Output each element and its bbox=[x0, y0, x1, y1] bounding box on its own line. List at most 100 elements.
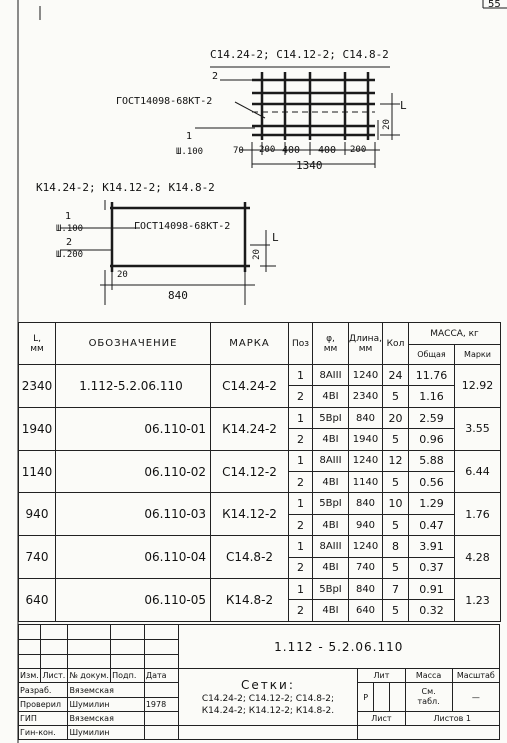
top-step-label: Ш.100 bbox=[176, 147, 204, 157]
header-qty: Кол bbox=[382, 322, 409, 365]
row-qty: 8 bbox=[382, 535, 409, 558]
row-designation: 06.110-05 bbox=[55, 578, 211, 622]
top-dim-20: 20 bbox=[381, 119, 392, 130]
row-qty: 20 bbox=[382, 406, 409, 430]
row-pos: 2 bbox=[288, 599, 313, 622]
stamp-col-list: Лист. bbox=[40, 668, 69, 684]
bottom-step-1: Ш.100 bbox=[56, 224, 84, 234]
row-mass-total: 0.47 bbox=[408, 513, 455, 537]
stamp-col-izm: Изм. bbox=[17, 668, 42, 684]
row-bar-length: 1240 bbox=[348, 449, 383, 473]
row-pos: 1 bbox=[288, 535, 313, 558]
top-dim-200a: 200 bbox=[259, 145, 276, 155]
row-mark: С14.12-2 bbox=[210, 449, 289, 494]
row-bar-length: 2340 bbox=[348, 385, 383, 408]
row-qty: 5 bbox=[382, 599, 409, 622]
stamp-year: 1978 bbox=[143, 696, 179, 712]
bottom-pos-1-label: 1 bbox=[65, 211, 72, 222]
header-L: L,мм bbox=[18, 322, 56, 365]
row-pos: 1 bbox=[288, 363, 313, 387]
role-4: Гин-кон. bbox=[17, 724, 69, 741]
row-mass-mark: 1.76 bbox=[453, 492, 502, 537]
bottom-gost-label: ГОСТ14098-68КТ-2 bbox=[134, 221, 231, 232]
row-mass-total: 1.16 bbox=[408, 385, 455, 408]
row-pos: 1 bbox=[288, 492, 313, 515]
row-pos: 1 bbox=[288, 578, 313, 601]
row-pos: 1 bbox=[288, 449, 313, 473]
title-block: 1.112 - 5.2.06.110 Изм. Лист. № докум. П… bbox=[17, 623, 501, 741]
stamp-col-doc: № докум. bbox=[67, 668, 112, 684]
row-diameter: 4ВI bbox=[312, 599, 349, 622]
row-qty: 10 bbox=[382, 492, 409, 515]
row-mark: С14.24-2 bbox=[210, 364, 289, 408]
row-diameter: 4ВI bbox=[312, 556, 349, 580]
header-mass-total: Общая bbox=[408, 344, 455, 365]
row-diameter: 5ВрI bbox=[312, 492, 349, 515]
bottom-dim-20a: 20 bbox=[117, 270, 128, 280]
row-qty: 24 bbox=[382, 363, 409, 387]
row-length-L: 1140 bbox=[18, 449, 56, 494]
header-diameter: φ,мм bbox=[312, 322, 349, 365]
row-mark: С14.8-2 bbox=[210, 535, 289, 580]
row-mass-total: 0.56 bbox=[408, 471, 455, 494]
top-drawing-title: С14.24-2; С14.12-2; С14.8-2 bbox=[210, 48, 389, 61]
row-bar-length: 840 bbox=[348, 406, 383, 430]
row-bar-length: 640 bbox=[348, 599, 383, 622]
scale-label: Масштаб bbox=[451, 668, 501, 684]
row-qty: 5 bbox=[382, 385, 409, 408]
row-qty: 5 bbox=[382, 428, 409, 451]
row-bar-length: 1240 bbox=[348, 363, 383, 387]
row-bar-length: 1940 bbox=[348, 428, 383, 451]
row-designation: 06.110-03 bbox=[55, 492, 211, 537]
mass-value: См.табл. bbox=[404, 682, 453, 712]
header-length: Длина,мм bbox=[348, 322, 383, 365]
row-mark: К14.12-2 bbox=[210, 492, 289, 537]
row-qty: 5 bbox=[382, 556, 409, 580]
row-designation: 06.110-02 bbox=[55, 449, 211, 494]
top-pos-1-label: 1 bbox=[186, 131, 193, 142]
role-2: Проверил bbox=[17, 696, 69, 712]
row-pos: 2 bbox=[288, 385, 313, 408]
row-bar-length: 1140 bbox=[348, 471, 383, 494]
row-mass-total: 2.59 bbox=[408, 406, 455, 430]
header-pos: Поз bbox=[288, 322, 313, 365]
row-diameter: 8АIII bbox=[312, 535, 349, 558]
name-3: Вяземская bbox=[67, 710, 145, 726]
role-1: Разраб. bbox=[17, 682, 69, 698]
row-mass-mark: 3.55 bbox=[453, 406, 502, 451]
row-mass-mark: 6.44 bbox=[453, 449, 502, 494]
row-pos: 2 bbox=[288, 471, 313, 494]
header-designation: ОБОЗНАЧЕНИЕ bbox=[55, 322, 211, 365]
scale-value: — bbox=[451, 682, 501, 712]
row-designation: 1.112-5.2.06.110 bbox=[55, 364, 211, 408]
header-mass: МАССА, кг bbox=[407, 322, 502, 345]
bottom-step-2: Ш.200 bbox=[56, 250, 84, 260]
header-mass-mark: Марки bbox=[453, 344, 502, 365]
lit-label: Лит bbox=[357, 668, 406, 684]
row-qty: 7 bbox=[382, 578, 409, 601]
lit-value: Р bbox=[357, 682, 375, 712]
top-dim-200b: 200 bbox=[350, 145, 367, 155]
sheet-label: Лист bbox=[357, 710, 406, 726]
row-diameter: 4ВI bbox=[312, 471, 349, 494]
row-length-L: 640 bbox=[18, 578, 56, 622]
row-pos: 2 bbox=[288, 513, 313, 537]
row-bar-length: 840 bbox=[348, 578, 383, 601]
sheet-number: 55 bbox=[488, 0, 501, 10]
row-mass-total: 0.32 bbox=[408, 599, 455, 622]
row-bar-length: 740 bbox=[348, 556, 383, 580]
bottom-dim-840: 840 bbox=[168, 289, 188, 302]
row-pos: 2 bbox=[288, 556, 313, 580]
stamp-col-date: Дата bbox=[143, 668, 179, 684]
top-dim-1340: 1340 bbox=[296, 159, 323, 172]
row-length-L: 2340 bbox=[18, 364, 56, 408]
row-length-L: 740 bbox=[18, 535, 56, 580]
